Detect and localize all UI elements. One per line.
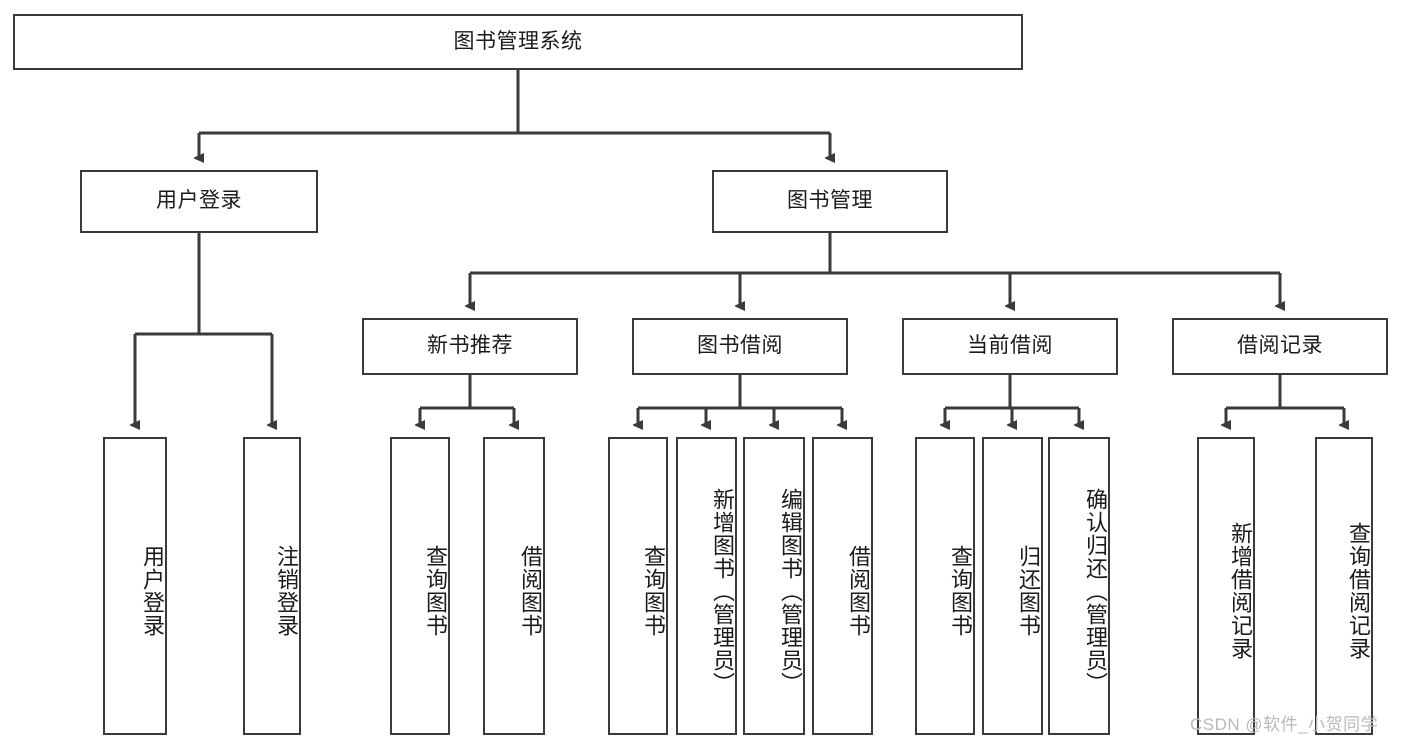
node-borrow-record[interactable]: 借阅记录 <box>1172 318 1388 375</box>
node-label: 查询图书 <box>641 545 666 637</box>
node-label: 图书管理系统 <box>453 29 583 53</box>
node-label: 当前借阅 <box>967 334 1053 358</box>
node-label: 注销登录 <box>274 545 299 637</box>
node-label: 借阅记录 <box>1237 334 1323 358</box>
node-label: 查询借阅记录 <box>1346 522 1371 660</box>
leaf-return-book[interactable]: 归还图书 <box>982 437 1043 735</box>
node-new-book-recommend[interactable]: 新书推荐 <box>362 318 578 375</box>
node-label: 借阅图书 <box>846 545 871 637</box>
leaf-borrow-book-rec[interactable]: 借阅图书 <box>483 437 545 735</box>
node-label: 确认归还（管理员） <box>1083 487 1108 695</box>
leaf-edit-book-admin[interactable]: 编辑图书（管理员） <box>743 437 805 735</box>
node-current-borrow[interactable]: 当前借阅 <box>902 318 1118 375</box>
leaf-logout[interactable]: 注销登录 <box>243 437 301 735</box>
node-label: 图书借阅 <box>697 334 783 358</box>
leaf-query-book[interactable]: 查询图书 <box>608 437 668 735</box>
leaf-add-book-admin[interactable]: 新增图书（管理员） <box>676 437 737 735</box>
leaf-add-borrow-record[interactable]: 新增借阅记录 <box>1197 437 1255 735</box>
node-user-login[interactable]: 用户登录 <box>80 170 318 233</box>
node-label: 查询图书 <box>948 545 973 637</box>
node-label: 用户登录 <box>140 545 165 637</box>
leaf-query-book-current[interactable]: 查询图书 <box>915 437 975 735</box>
node-label: 借阅图书 <box>518 545 543 637</box>
leaf-query-borrow-record[interactable]: 查询借阅记录 <box>1315 437 1373 735</box>
watermark: CSDN @软件_小贺同学 <box>1190 715 1379 734</box>
node-root[interactable]: 图书管理系统 <box>13 14 1023 70</box>
node-label: 用户登录 <box>156 189 242 213</box>
node-label: 图书管理 <box>787 189 873 213</box>
leaf-borrow-book[interactable]: 借阅图书 <box>812 437 873 735</box>
node-book-management[interactable]: 图书管理 <box>712 170 948 233</box>
leaf-query-book-rec[interactable]: 查询图书 <box>390 437 450 735</box>
node-label: 归还图书 <box>1016 545 1041 637</box>
node-label: 新增图书（管理员） <box>710 487 735 695</box>
node-label: 查询图书 <box>423 545 448 637</box>
leaf-user-login[interactable]: 用户登录 <box>103 437 167 735</box>
node-label: 编辑图书（管理员） <box>778 487 803 695</box>
node-label: 新增借阅记录 <box>1228 522 1253 660</box>
node-label: 新书推荐 <box>427 334 513 358</box>
node-book-borrow[interactable]: 图书借阅 <box>632 318 848 375</box>
leaf-confirm-return-admin[interactable]: 确认归还（管理员） <box>1048 437 1110 735</box>
